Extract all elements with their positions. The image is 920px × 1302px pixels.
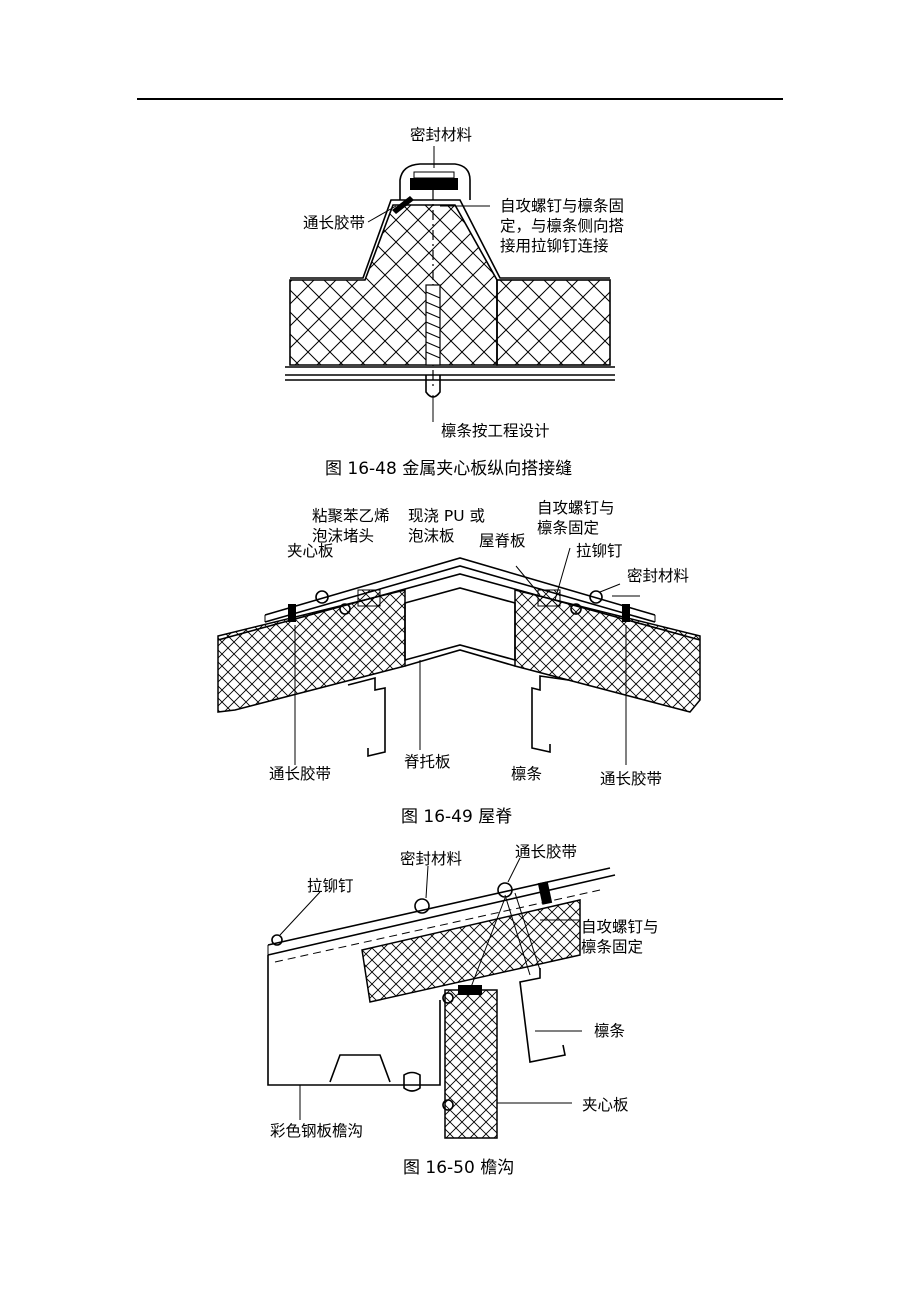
tape [392, 196, 414, 214]
label-tape-48: 通长胶带 [303, 214, 365, 232]
label-sealant-50: 密封材料 [400, 850, 462, 868]
figure-16-50 [267, 857, 616, 1139]
figure-16-48 [285, 146, 615, 422]
caption-16-48: 图 16-48 金属夹心板纵向搭接缝 [325, 459, 572, 479]
right-sandwich-panel [496, 279, 611, 366]
wall-panel [444, 989, 498, 1139]
label-rivet-50: 拉铆钉 [307, 877, 354, 895]
label-tape-49-left: 通长胶带 [269, 765, 331, 783]
label-panel-49: 夹心板 [287, 542, 334, 560]
label-panel-50: 夹心板 [582, 1096, 629, 1114]
label-sealant-49: 密封材料 [627, 567, 689, 585]
left-sandwich-panel [289, 204, 498, 366]
purlin-right [531, 675, 569, 753]
ridge-fill [404, 587, 516, 662]
label-pu-49-line2: 泡沫板 [408, 527, 455, 545]
label-ridge-support-49: 脊托板 [404, 753, 451, 771]
label-screw-48-line1: 自攻螺钉与檩条固 [500, 196, 624, 215]
page-header-rule [137, 98, 783, 100]
roof-sheet [267, 867, 616, 956]
label-screw-50-line2: 檩条固定 [581, 937, 643, 956]
label-gutter-50: 彩色钢板檐沟 [270, 1122, 363, 1140]
label-rivet-49: 拉铆钉 [576, 542, 623, 560]
ridge-support-plate [217, 573, 701, 641]
label-pe-49-line1: 粘聚苯乙烯 [312, 507, 390, 525]
label-screw-49-line2: 檩条固定 [537, 518, 599, 537]
label-purlin-48: 檩条按工程设计 [441, 421, 550, 440]
label-ridge-plate-49: 屋脊板 [479, 532, 526, 550]
figure-16-49 [217, 547, 701, 765]
label-pe-49-line2: 泡沫堵头 [312, 527, 374, 545]
purlin [519, 968, 566, 1063]
gutter [267, 955, 441, 1086]
label-pu-49-line1: 现浇 PU 或 [408, 507, 485, 525]
label-purlin-49: 檩条 [511, 764, 542, 783]
label-screw-49-line1: 自攻螺钉与 [537, 499, 615, 517]
caption-16-49: 图 16-49 屋脊 [401, 807, 512, 827]
sealant-block [410, 178, 458, 190]
label-screw-48-line2: 定，与檩条侧向搭 [500, 216, 624, 235]
purlin-left [347, 676, 386, 758]
label-purlin-50: 檩条 [594, 1021, 625, 1040]
label-tape-50: 通长胶带 [515, 843, 577, 861]
caption-16-50: 图 16-50 檐沟 [403, 1158, 514, 1178]
label-tape-49-right: 通长胶带 [600, 770, 662, 788]
ridge-cap [399, 163, 471, 200]
label-screw-48-line3: 接用拉铆钉连接 [500, 237, 609, 255]
label-screw-50-line1: 自攻螺钉与 [581, 918, 659, 936]
label-sealant-48: 密封材料 [410, 126, 472, 144]
